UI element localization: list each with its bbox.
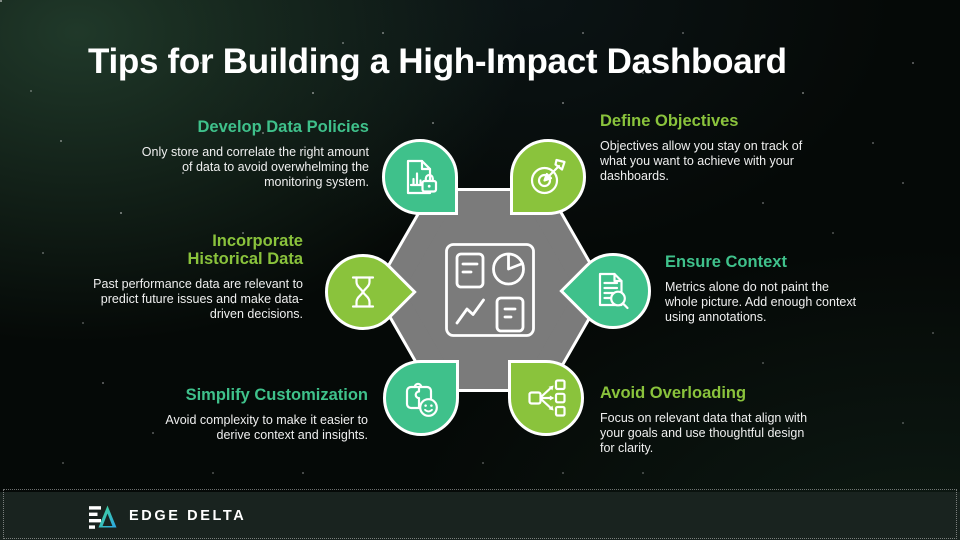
tip-body: Metrics alone do not paint the whole pic…: [665, 280, 857, 325]
tip-heading: Avoid Overloading: [600, 384, 747, 402]
tip-heading: Incorporate Historical Data: [187, 232, 303, 269]
petal-develop-data-policies: [382, 139, 458, 215]
flow-distribution-icon: [528, 379, 566, 417]
tip-develop-data-policies: Develop Data Policies Only store and cor…: [129, 118, 369, 190]
brand-name: EDGE DELTA: [129, 508, 247, 524]
tip-ensure-context: Ensure Context Metrics alone do not pain…: [665, 253, 865, 325]
tip-heading: Simplify Customization: [185, 386, 368, 404]
document-magnifier-icon: [598, 272, 629, 310]
petal-ensure-context: [559, 237, 667, 345]
target-arrow-icon: [530, 158, 566, 195]
petal-avoid-overloading: [508, 360, 584, 436]
petal-simplify-customization: [383, 360, 459, 436]
tip-body: Focus on relevant data that align with y…: [600, 411, 808, 456]
tip-body: Only store and correlate the right amoun…: [141, 145, 369, 190]
hourglass-icon: [351, 276, 375, 308]
tip-body: Objectives allow you stay on track of wh…: [600, 139, 803, 184]
star-field-decoration: [0, 0, 2, 2]
puzzle-smiley-icon: [405, 382, 438, 417]
page-title: Tips for Building a High-Impact Dashboar…: [88, 42, 787, 81]
tip-avoid-overloading: Avoid Overloading Focus on relevant data…: [600, 384, 820, 456]
tip-heading: Develop Data Policies: [197, 118, 370, 136]
edge-delta-logo: [89, 505, 117, 529]
tip-heading: Ensure Context: [665, 253, 787, 271]
petal-define-objectives: [510, 139, 586, 215]
tip-incorporate-historical-data: Incorporate Historical Data Past perform…: [93, 232, 303, 322]
tip-body: Past performance data are relevant to pr…: [93, 277, 303, 322]
petal-incorporate-historical-data: [309, 238, 417, 346]
tip-simplify-customization: Simplify Customization Avoid complexity …: [128, 386, 368, 443]
tip-heading: Define Objectives: [600, 112, 739, 130]
brand-lockup: EDGE DELTA: [88, 497, 246, 535]
dashboard-panels-icon: [445, 243, 535, 337]
tip-body: Avoid complexity to make it easier to de…: [165, 413, 368, 443]
tip-define-objectives: Define Objectives Objectives allow you s…: [600, 112, 825, 184]
document-barchart-lock-icon: [406, 159, 438, 195]
footer-bar: [0, 492, 960, 540]
